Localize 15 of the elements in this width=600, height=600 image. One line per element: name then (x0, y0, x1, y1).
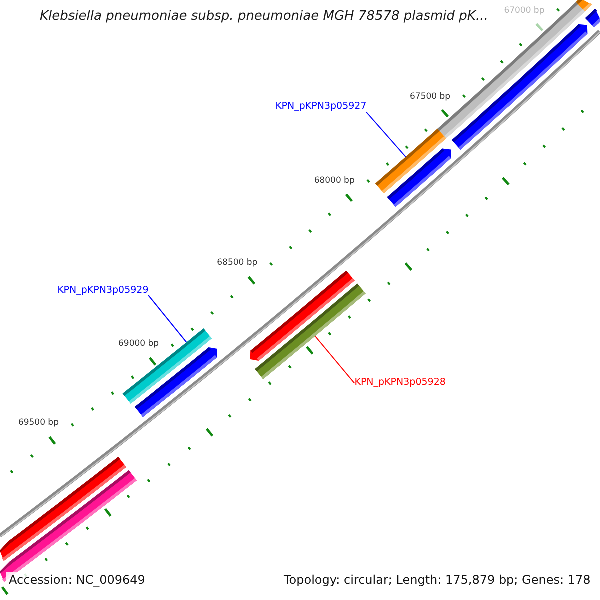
gene-label: KPN_pKPN3p05928 (354, 378, 446, 389)
tick-label: 67500 bp (410, 92, 451, 102)
gene-label: KPN_pKPN3p05929 (58, 286, 149, 296)
tick-label: 67000 bp (504, 6, 545, 16)
leader-line (366, 112, 406, 158)
feature-bar (376, 128, 446, 194)
tick-label: 68500 bp (217, 259, 258, 269)
gene-label: KPN_pKPN3p05927 (276, 102, 367, 113)
feature-bar (255, 284, 366, 380)
map-title: Klebsiella pneumoniae subsp. pneumoniae MGH 78578 plasmid pK... (40, 10, 488, 24)
leader-line (314, 336, 356, 384)
leader-line (148, 295, 188, 343)
tick-label: 69500 bp (18, 418, 59, 428)
tick-label: 68000 bp (314, 176, 355, 186)
tick-label: 69000 bp (118, 340, 160, 350)
